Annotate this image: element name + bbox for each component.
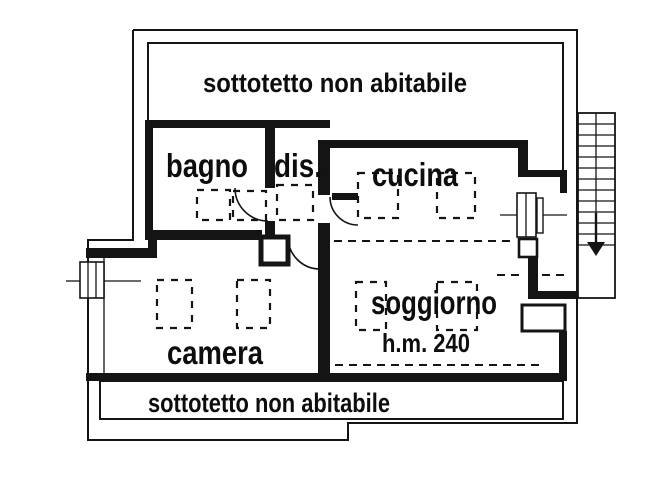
skylight-marker: [275, 183, 315, 222]
attic-top-band: [147, 42, 564, 175]
wall: [518, 140, 528, 177]
wall: [318, 223, 330, 375]
wall: [318, 140, 330, 195]
wall: [145, 120, 330, 128]
window-frame: [536, 197, 544, 234]
skylight-marker: [435, 280, 479, 332]
staircase: [577, 112, 616, 299]
skylight-marker: [356, 171, 400, 220]
doors: [234, 187, 359, 270]
wall: [523, 170, 567, 177]
wall: [528, 291, 577, 299]
wall: [145, 230, 262, 240]
pillar: [258, 234, 291, 267]
door-arc-cucina: [329, 196, 359, 226]
wall: [323, 140, 523, 148]
wall: [86, 248, 157, 258]
attic-bottom-label: sottotetto non abitabile: [148, 388, 390, 418]
attic-top-label: sottotetto non abitabile: [203, 68, 467, 98]
section-lines: [334, 240, 567, 366]
staircase-treads: [578, 113, 615, 246]
wall: [560, 177, 567, 193]
skylight-marker: [235, 278, 272, 330]
skylight-marker: [195, 188, 232, 222]
window-frame: [79, 261, 105, 299]
soggiorno-label: soggiorno: [371, 284, 497, 321]
wall: [86, 373, 567, 381]
wall: [148, 235, 157, 253]
wall: [265, 127, 275, 188]
wall: [145, 122, 153, 240]
room-labels: sottotetto non abitabile bagno dis. cuci…: [148, 68, 497, 418]
interior-walls: [86, 120, 577, 381]
skylight-marker: [155, 278, 194, 330]
wall: [528, 257, 538, 293]
bagno-label: bagno: [166, 147, 248, 184]
soggiorno-height-label: h.m. 240: [382, 328, 470, 358]
skylight-marker: [231, 189, 268, 222]
stairs-down-arrow-icon: [587, 213, 605, 256]
wall: [332, 193, 358, 200]
door-arc-bagno: [234, 187, 269, 222]
attic-top-border: [147, 42, 564, 175]
window-left: [66, 261, 141, 299]
outer-boundary-line: [87, 29, 578, 441]
dis-label: dis.: [274, 147, 322, 184]
cucina-label: cucina: [372, 156, 459, 193]
skylight-marker: [354, 280, 388, 332]
wall: [265, 221, 275, 238]
camera-label: camera: [167, 334, 264, 371]
wall: [559, 331, 567, 379]
window-right: [500, 192, 567, 259]
balcony-ledge: [520, 303, 567, 333]
skylight-marker: [435, 171, 477, 220]
window-sill-block: [517, 237, 539, 259]
door-arc-camera: [287, 236, 321, 270]
skylight-markers: [155, 171, 479, 332]
